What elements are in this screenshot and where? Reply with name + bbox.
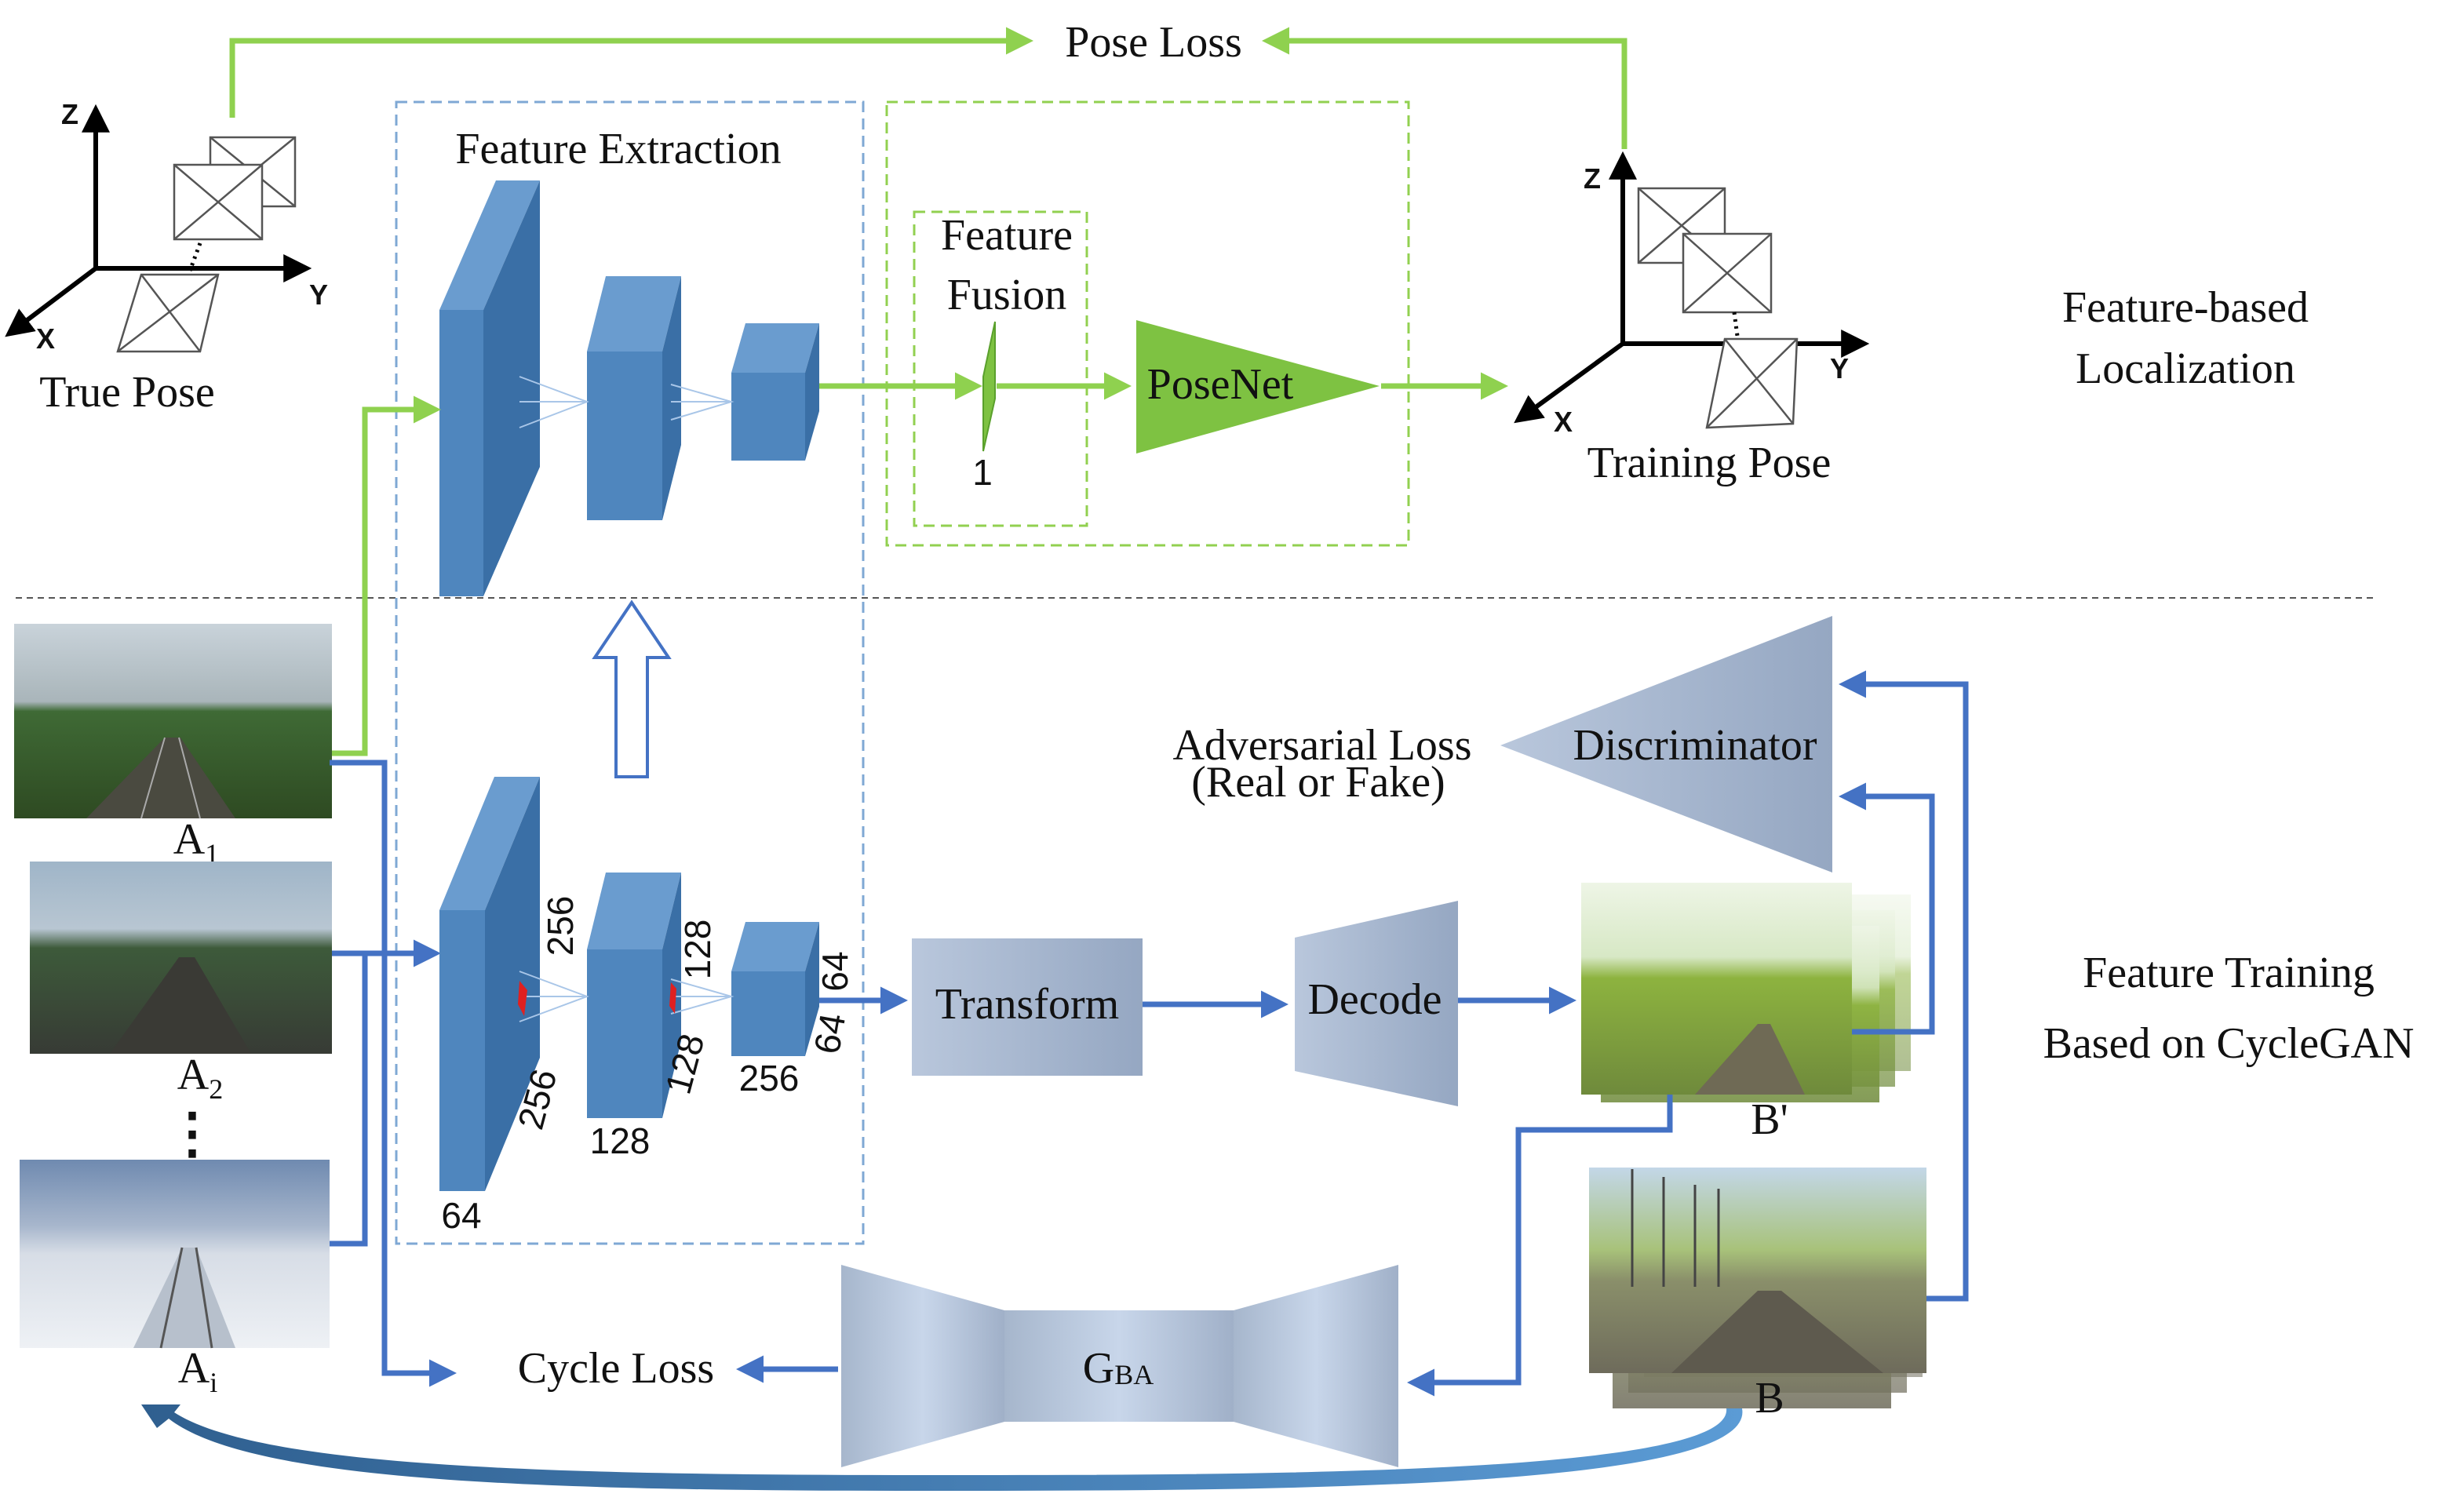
a2-label: A2 [177, 1051, 223, 1105]
pose-loss-loop [229, 27, 1627, 149]
bprime-label: B' [1751, 1095, 1788, 1144]
image-stack-b [1589, 1168, 1926, 1408]
decode-label: Decode [1307, 975, 1442, 1024]
a-stacks-blue-arrows [330, 760, 457, 1387]
discriminator-block [1500, 616, 1832, 873]
a1-to-top-cnn-arrow [330, 395, 441, 756]
decode-block [1295, 901, 1458, 1106]
stack-ellipsis: ⋮ [165, 1104, 220, 1164]
true-pose-axis-y: Y [309, 279, 328, 311]
b-label: B [1755, 1374, 1784, 1423]
share-weights-arrow [592, 599, 672, 778]
true-pose-axis-x: X [36, 322, 55, 355]
section-label-cyclegan-1: Feature Training [2083, 949, 2375, 997]
dim-b3-height: 64 [815, 951, 855, 991]
section-label-cyclegan-2: Based on CycleGAN [2043, 1019, 2415, 1068]
dim-b2-width: 128 [590, 1120, 651, 1161]
training-pose-label: Training Pose [1587, 439, 1832, 487]
fusion-vector [982, 321, 996, 452]
posenet-block [1136, 320, 1380, 454]
feature-fusion-box [913, 210, 1088, 527]
discriminator-input-arrows [1839, 670, 1969, 1302]
feature-fusion-label-1: Feature [941, 211, 1073, 260]
top-cnn-block-2 [587, 276, 681, 520]
section-label-localization-2: Localization [2076, 344, 2295, 393]
top-cnn-block-3 [731, 323, 819, 461]
training-pose-axis-x: X [1554, 406, 1573, 438]
adversarial-loss-label-1: Adversarial Loss [1172, 721, 1471, 770]
feature-extraction-box [395, 100, 865, 1245]
training-pose-axis-y: Y [1830, 352, 1849, 384]
dim-b3-width: 256 [739, 1058, 800, 1098]
image-stack-bprime [1581, 883, 1911, 1102]
dim-b1-width: 64 [441, 1195, 481, 1236]
ai-label: Ai [178, 1344, 217, 1398]
generator-ba-block [841, 1265, 1398, 1467]
true-pose-axis-z: Z [61, 98, 78, 130]
dim-b3-depth: 64 [806, 1011, 853, 1057]
true-pose-cameras [116, 136, 297, 353]
feature-extraction-label: Feature Extraction [455, 125, 781, 173]
training-pose-cameras [1637, 187, 1799, 429]
adversarial-loss-label-2: (Real or Fake) [1191, 758, 1445, 807]
bottom-cnn [439, 777, 819, 1191]
discriminator-label: Discriminator [1573, 721, 1817, 770]
image-stack-ai [20, 1160, 330, 1349]
section-label-localization-1: Feature-based [2062, 283, 2309, 332]
transform-block [912, 938, 1143, 1076]
bottom-cnn-block-3 [731, 922, 819, 1056]
image-stack-a2 [30, 862, 332, 1054]
generator-ba-label: GBA [1083, 1344, 1154, 1393]
a1-label: A1 [173, 815, 219, 869]
dim-b2-height: 128 [677, 920, 718, 980]
image-stack-a1 [14, 624, 332, 819]
transform-label: Transform [935, 980, 1119, 1029]
bottom-cnn-block-2 [587, 873, 681, 1118]
bottom-cnn-block-1 [439, 777, 540, 1191]
true-pose-axes [5, 104, 312, 337]
bprime-to-generator-arrow [1407, 1095, 1673, 1397]
pose-regression-box [885, 100, 1410, 547]
top-cnn-block-1 [439, 180, 540, 596]
true-pose-label: True Pose [39, 368, 215, 417]
pose-loss-label: Pose Loss [1065, 18, 1242, 67]
dim-b1-height: 256 [540, 896, 581, 956]
top-cnn [439, 180, 819, 596]
posenet-label: PoseNet [1147, 360, 1294, 409]
fusion-dim-label: 1 [972, 452, 993, 493]
cycle-loss-label: Cycle Loss [518, 1344, 714, 1393]
training-pose-axis-z: Z [1584, 162, 1601, 195]
feature-fusion-label-2: Fusion [947, 271, 1067, 319]
